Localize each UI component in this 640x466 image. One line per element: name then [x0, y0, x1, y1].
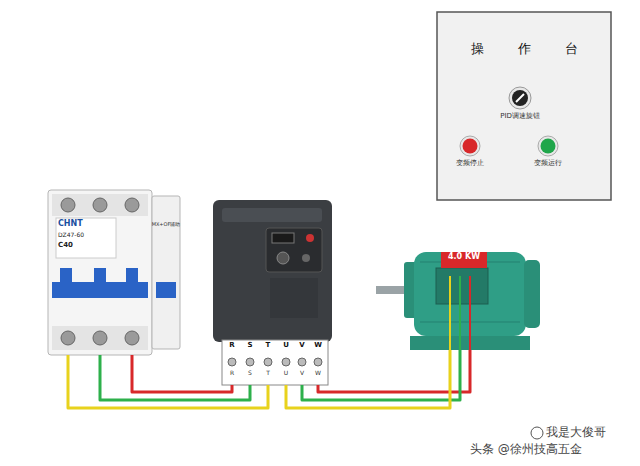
power-wire — [100, 355, 250, 400]
screw — [61, 331, 75, 345]
power-wire — [286, 350, 450, 408]
screw — [125, 198, 139, 212]
node-text: 4.0 KW — [448, 253, 480, 262]
rating-plate — [441, 252, 487, 268]
motor-lead — [449, 276, 451, 350]
screw — [314, 358, 322, 366]
control-panel: 操作台 — [437, 12, 611, 200]
node-text: U — [283, 342, 289, 350]
inverter-panel — [270, 278, 318, 318]
inverter-body — [213, 200, 332, 342]
terminal-label: T — [266, 370, 270, 377]
watermark: 我是大俊哥 — [546, 426, 606, 439]
node-text: T — [266, 342, 271, 350]
toggle — [126, 268, 138, 282]
node-text: CHNT — [58, 220, 83, 229]
terminal-row — [52, 194, 148, 216]
screw — [93, 331, 107, 345]
inverter-top — [222, 208, 322, 222]
toggle-band — [156, 282, 176, 298]
display — [272, 233, 294, 243]
screw — [125, 331, 139, 345]
node-text: W — [314, 342, 322, 350]
node-text: DZ47-60 — [58, 232, 84, 239]
node-text: V — [299, 342, 304, 350]
part-label: 变频运行 — [534, 160, 562, 168]
breaker-aux — [152, 196, 180, 349]
knob-mark — [516, 94, 524, 102]
terminal-box — [436, 268, 488, 304]
node-text: R — [229, 342, 234, 350]
screw — [228, 358, 236, 366]
screw — [282, 358, 290, 366]
key — [306, 234, 314, 242]
terminal-label: U — [284, 370, 288, 377]
screw — [298, 358, 306, 366]
part-label: 变频停止 — [456, 160, 484, 168]
screw — [264, 358, 272, 366]
motor-lead — [459, 276, 461, 350]
toggle-band — [52, 282, 148, 298]
run-button — [541, 139, 556, 154]
stop-button — [463, 139, 478, 154]
screw — [61, 198, 75, 212]
watermark-icon — [531, 427, 543, 439]
node-text: S — [247, 342, 252, 350]
keypad — [266, 228, 322, 272]
terminal-label: V — [300, 370, 304, 377]
motor-fan-cover — [524, 260, 540, 328]
node-text: C40 — [58, 242, 73, 250]
toggle — [60, 268, 72, 282]
motor-shaft — [376, 286, 406, 294]
breaker-body — [48, 190, 152, 355]
toggle — [94, 268, 106, 282]
knob-ring — [509, 87, 531, 109]
power-wire — [318, 350, 470, 392]
node-text: 操作台 — [471, 42, 612, 56]
terminal-row — [52, 326, 148, 350]
key — [302, 254, 310, 262]
part-label: PID调速旋钮 — [500, 113, 540, 121]
power-wire — [68, 355, 268, 408]
terminal-label: R — [230, 370, 234, 377]
breaker-label — [56, 218, 116, 258]
knob — [512, 90, 528, 106]
button-ring — [460, 136, 480, 156]
screw — [93, 198, 107, 212]
terminal-label: S — [248, 370, 252, 377]
terminal-label: W — [315, 370, 321, 377]
button-ring — [538, 136, 558, 156]
circuit-breaker: CHNT DZ47-60C40 — [48, 190, 180, 355]
motor-lead — [469, 276, 471, 350]
part-label: MX+OF辅助 — [152, 222, 181, 228]
terminal-strip — [222, 340, 328, 385]
screw — [246, 358, 254, 366]
inverter: R S T U V W — [213, 200, 332, 385]
panel-box — [437, 12, 611, 200]
power-wire — [132, 355, 232, 392]
motor: 4.0 KW — [390, 240, 540, 350]
watermark: 头条 @徐州技高五金 — [470, 443, 582, 456]
dial — [277, 252, 289, 264]
power-wire — [302, 350, 460, 400]
